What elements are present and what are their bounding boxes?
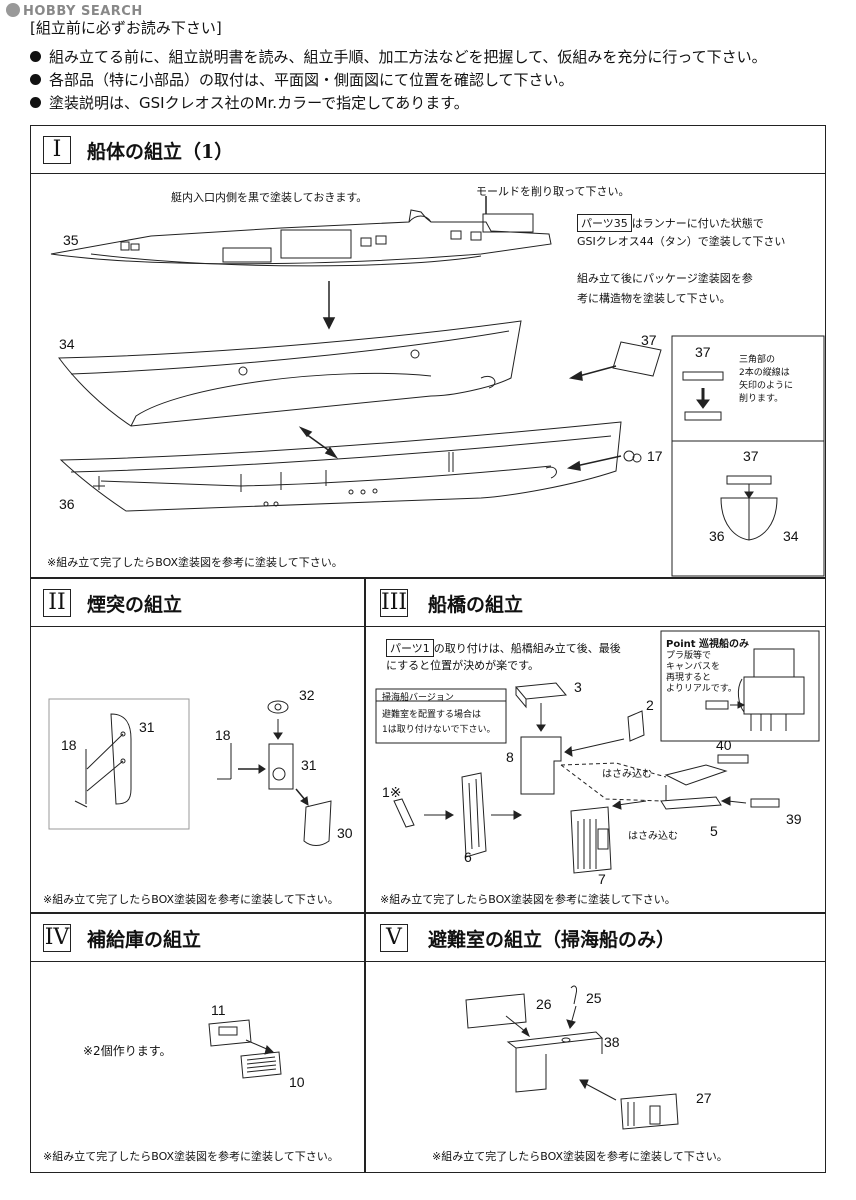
section-title: 船体の組立（1） [87, 141, 234, 163]
section-title: 避難室の組立（掃海船のみ） [428, 929, 676, 951]
label-36: 36 [59, 496, 75, 512]
insert-label-2: はさみ込む [628, 831, 678, 842]
assembly-arrows [298, 196, 622, 471]
label-39: 39 [786, 811, 802, 827]
section-shelter-room-assembly: V 避難室の組立（掃海船のみ） 26 25 38 27 ※組み立て完了したらBO… [365, 913, 826, 1173]
minesweeper-title: 掃海船バージョン [382, 693, 454, 703]
label-30: 30 [337, 825, 353, 841]
note-part35-color: GSIクレオス44（タン）で塗装して下さい [577, 235, 786, 248]
bullet-icon [30, 51, 41, 62]
precautions-title: [組立前に必ずお読み下さい] [30, 19, 222, 37]
label-5: 5 [710, 823, 718, 839]
watermark-text: HOBBY SEARCH [23, 4, 143, 19]
section-title: 船橋の組立 [428, 594, 524, 616]
section-title: 煙突の組立 [87, 594, 183, 616]
label-18: 18 [61, 737, 77, 753]
funnel-diagram [48, 698, 332, 846]
label-25: 25 [586, 990, 602, 1006]
hull-diagram [50, 196, 825, 577]
hull-part-34 [58, 320, 522, 427]
label-37: 37 [641, 332, 657, 348]
label-40: 40 [716, 737, 732, 753]
section-number: II [43, 589, 71, 617]
label-32: 32 [299, 687, 315, 703]
label-7: 7 [598, 871, 606, 887]
label-31-b: 31 [301, 757, 317, 773]
label-2: 2 [646, 697, 654, 713]
section-footer: ※組み立て完了したらBOX塗装図を参考に塗装して下さい。 [43, 1150, 339, 1163]
label-1: 1※ [382, 784, 402, 800]
section-funnel-assembly: II 煙突の組立 18 31 18 32 31 30 ※組み立て完了したらBOX… [30, 578, 365, 913]
note-part1-2: にすると位置が決めが楽です。 [386, 659, 540, 672]
part-17-small [623, 450, 642, 463]
section-number: III [380, 589, 408, 617]
label-37-detail: 37 [695, 344, 711, 360]
label-35: 35 [63, 232, 79, 248]
insert-label-1: はさみ込む [602, 769, 652, 780]
section-number: V [380, 924, 408, 952]
note-entrance: 艇内入口内側を黒で塗装しておきます。 [171, 191, 368, 204]
precaution-item: 塗装説明は、GSIクレオス社のMr.カラーで指定してあります。 [30, 92, 469, 113]
label-11: 11 [211, 1002, 226, 1018]
minesweeper-text-1: 避難室を配置する場合は [382, 710, 482, 720]
section-footer: ※組み立て完了したらBOX塗装図を参考に塗装して下さい。 [47, 556, 343, 569]
section-title: 補給庫の組立 [87, 929, 202, 951]
hull-part-36 [59, 421, 622, 512]
watermark: HOBBY SEARCH [6, 3, 143, 19]
note-mold: モールドを削り取って下さい。 [476, 185, 630, 198]
section-footer: ※組み立て完了したらBOX塗装図を参考に塗装して下さい。 [380, 893, 676, 906]
label-3: 3 [574, 679, 582, 695]
bullet-icon [30, 97, 41, 108]
section-bridge-assembly: III 船橋の組立 [365, 578, 826, 913]
section-footer: ※組み立て完了したらBOX塗装図を参考に塗装して下さい。 [43, 893, 339, 906]
label-18-b: 18 [215, 727, 231, 743]
section-hull-assembly: I 船体の組立（1） [30, 125, 826, 578]
label-34: 34 [59, 336, 75, 352]
label-37-section: 37 [743, 448, 759, 464]
section-footer: ※組み立て完了したらBOX塗装図を参考に塗装して下さい。 [432, 1150, 728, 1163]
label-6: 6 [464, 849, 472, 865]
bullet-icon [30, 74, 41, 85]
deck-part-35 [50, 209, 552, 267]
label-17: 17 [647, 448, 663, 464]
label-34-section: 34 [783, 528, 799, 544]
note-paint-2: 考に構造物を塗装して下さい。 [577, 292, 731, 305]
precaution-item: 各部品（特に小部品）の取付は、平面図・側面図にて位置を確認して下さい。 [30, 69, 574, 90]
label-38: 38 [604, 1034, 620, 1050]
point-title: Point 巡視船のみ [666, 639, 750, 650]
section-number: IV [43, 924, 71, 952]
section-supply-store-assembly: IV 補給庫の組立 11 10 ※2個作ります。 ※組み立て完了したらBOX塗装… [30, 913, 365, 1173]
label-36-section: 36 [709, 528, 725, 544]
part-37-plate [612, 341, 662, 377]
label-26: 26 [536, 996, 552, 1012]
logo-icon [6, 3, 20, 17]
minesweeper-text-2: 1は取り付けないで下さい。 [382, 725, 496, 735]
label-10: 10 [289, 1074, 305, 1090]
bridge-diagram [375, 630, 820, 874]
detail-box [671, 335, 825, 577]
point-text: プラ版等で キャンバスを 再現すると よりリアルです。 [666, 651, 737, 694]
note-make-two: ※2個作ります。 [83, 1044, 172, 1058]
shelter-room-diagram [465, 985, 679, 1130]
label-27: 27 [696, 1090, 712, 1106]
section-number: I [43, 136, 71, 164]
label-31: 31 [139, 719, 155, 735]
note-paint-1: 組み立て後にパッケージ塗装図を参 [577, 272, 753, 285]
note-triangle: 三角部の 2本の縦線は 矢印のように 削ります。 [739, 355, 794, 404]
label-8: 8 [506, 749, 514, 765]
supply-store-diagram [208, 1019, 282, 1079]
precaution-item: 組み立てる前に、組立説明書を読み、組立手順、加工方法などを把握して、仮組みを充分… [30, 46, 767, 67]
